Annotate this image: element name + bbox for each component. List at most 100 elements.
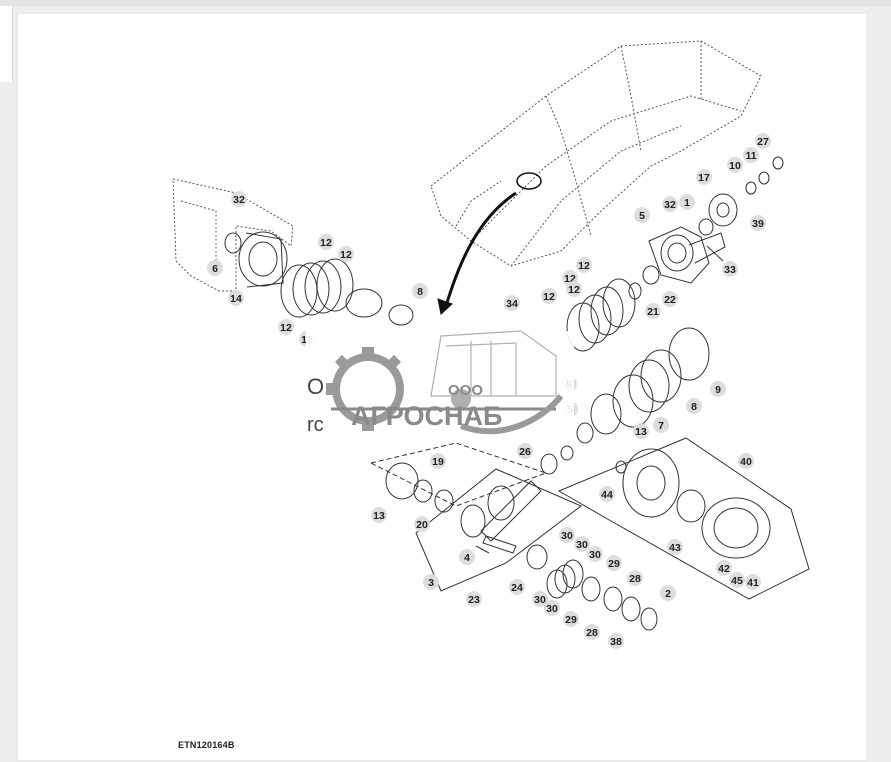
diagram-card: 3261412121212834271110173215393312121212… xyxy=(17,13,867,761)
callout-bubble xyxy=(517,443,533,459)
callout-label: 26 xyxy=(519,446,531,458)
callout-label: 1 xyxy=(684,197,690,209)
callout: 32 xyxy=(231,191,247,207)
callout: 30 xyxy=(532,591,548,607)
callout-bubble xyxy=(679,194,695,210)
callout-label: 22 xyxy=(664,294,676,306)
callout-bubble xyxy=(207,260,223,276)
callout: 13 xyxy=(371,507,387,523)
callout-label: 8 xyxy=(417,286,423,298)
combine-harvester-icon xyxy=(430,330,557,409)
callout: 39 xyxy=(750,215,766,231)
watermark-name: АГРОСНАБ xyxy=(351,401,502,431)
callout-label: 30 xyxy=(546,603,558,615)
callout-bubble xyxy=(412,283,428,299)
callout-bubble xyxy=(662,291,678,307)
callout: 30 xyxy=(559,527,575,543)
callout-bubble xyxy=(576,257,592,273)
callout: 41 xyxy=(745,574,761,590)
callout-bubble xyxy=(722,261,738,277)
seal-part-1 xyxy=(698,218,714,236)
callout-label: 33 xyxy=(724,264,736,276)
callout: 6 xyxy=(207,260,223,276)
callout-label: 30 xyxy=(576,539,588,551)
callout-bubble xyxy=(318,234,334,250)
callout: 2 xyxy=(660,585,676,601)
seal-part-6 xyxy=(224,232,242,254)
callout-label: 7 xyxy=(658,420,664,432)
callout: 29 xyxy=(606,555,622,571)
callout-bubble xyxy=(566,281,582,297)
callout-bubble xyxy=(278,319,294,335)
callout-label: 30 xyxy=(589,549,601,561)
callout-bubble xyxy=(710,381,726,397)
callout-bubble xyxy=(423,574,439,590)
pointer-arrow xyxy=(444,191,517,307)
callout-label: 20 xyxy=(416,519,428,531)
group-box-40 xyxy=(557,437,810,600)
callout-bubble xyxy=(599,486,615,502)
shim-stack-right xyxy=(566,265,710,444)
callout-label: 30 xyxy=(534,594,546,606)
callout-bubble xyxy=(745,574,761,590)
callout-bubble xyxy=(532,591,548,607)
callout-bubble xyxy=(696,169,712,185)
group-outline-left xyxy=(369,442,548,507)
callout-label: 40 xyxy=(740,456,752,468)
left-panel-edge xyxy=(0,6,13,82)
callout-bubble xyxy=(338,246,354,262)
callout-label: 12 xyxy=(340,249,352,261)
callout-label: 6 xyxy=(212,263,218,275)
callout-label: 17 xyxy=(698,172,710,184)
callout-bubble xyxy=(660,585,676,601)
callout: 8 xyxy=(412,283,428,299)
callout-label: 8 xyxy=(691,401,697,413)
shim-stack-left xyxy=(280,258,414,326)
parts-diagram: 3261412121212834271110173215393312121212… xyxy=(172,40,810,649)
callout-label: 45 xyxy=(731,575,743,587)
callout: 4 xyxy=(459,549,475,565)
callout-label: 21 xyxy=(647,306,659,318)
callout-label: 29 xyxy=(565,614,577,626)
top-bar xyxy=(0,0,891,6)
callout-bubble xyxy=(371,507,387,523)
gear-icon xyxy=(326,347,404,431)
callout: 30 xyxy=(544,600,560,616)
callout: 26 xyxy=(517,443,533,459)
callout-label: 12 xyxy=(320,237,332,249)
callout-bubble xyxy=(608,633,624,649)
callout-label: 11 xyxy=(745,150,756,162)
callout-label: 44 xyxy=(601,489,613,501)
callout-label: 42 xyxy=(718,563,730,575)
callout: 11 xyxy=(743,147,759,163)
callout-bubble xyxy=(667,539,683,555)
callout: 30 xyxy=(574,536,590,552)
callout: 45 xyxy=(729,572,745,588)
callout-bubble xyxy=(587,546,603,562)
clipped-text-1: O xyxy=(307,374,324,399)
callout-bubble xyxy=(574,536,590,552)
callout-label: 4 xyxy=(464,552,470,564)
callout-label: 12 xyxy=(568,284,580,296)
callout-bubble xyxy=(653,417,669,433)
callout: 38 xyxy=(608,633,624,649)
callout: 12 xyxy=(576,257,592,273)
callout: 34 xyxy=(504,295,520,311)
figure-id: ETN120164B xyxy=(178,740,235,750)
callout-bubble xyxy=(231,191,247,207)
callout-bubble xyxy=(541,288,557,304)
callout-label: 30 xyxy=(561,530,573,542)
callout-group: 3261412121212834271110173215393312121212… xyxy=(207,133,771,649)
callout: 42 xyxy=(716,560,732,576)
callout-label: 12 xyxy=(543,291,555,303)
callout-label: 5 xyxy=(639,210,645,222)
callout: 7 xyxy=(653,417,669,433)
callout: 19 xyxy=(430,453,446,469)
callout-label: 13 xyxy=(373,510,385,522)
callout: 3 xyxy=(423,574,439,590)
callout: 12 xyxy=(278,319,294,335)
callout-bubble xyxy=(727,157,743,173)
callout-label: 27 xyxy=(757,136,769,148)
callout: 9 xyxy=(710,381,726,397)
callout-bubble xyxy=(634,207,650,223)
